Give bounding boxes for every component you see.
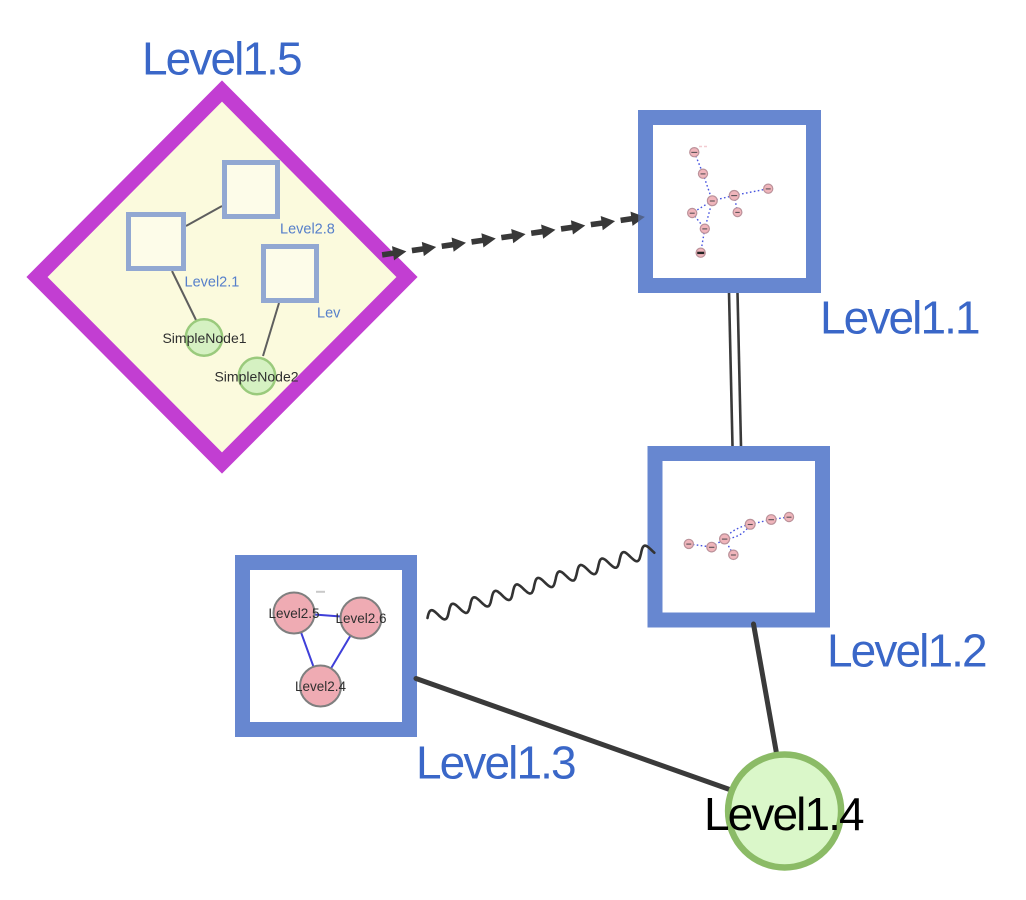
svg-text:Level2.5: Level2.5: [268, 606, 319, 621]
svg-text:SimpleNode2: SimpleNode2: [214, 369, 298, 385]
svg-text:Level1.2: Level1.2: [827, 625, 986, 677]
svg-text:Level1.4: Level1.4: [704, 788, 864, 840]
svg-text:Level1.5: Level1.5: [142, 33, 301, 85]
svg-text:Level2.6: Level2.6: [335, 611, 386, 626]
svg-text:Level1.1: Level1.1: [820, 292, 979, 344]
svg-text:Level2.4: Level2.4: [295, 679, 347, 694]
svg-text:Level2.1: Level2.1: [185, 274, 240, 290]
svg-text:SimpleNode1: SimpleNode1: [162, 330, 246, 346]
svg-text:Level1.3: Level1.3: [416, 737, 575, 789]
svg-text:Level2.8: Level2.8: [280, 222, 335, 238]
svg-text:Lev: Lev: [317, 305, 341, 321]
